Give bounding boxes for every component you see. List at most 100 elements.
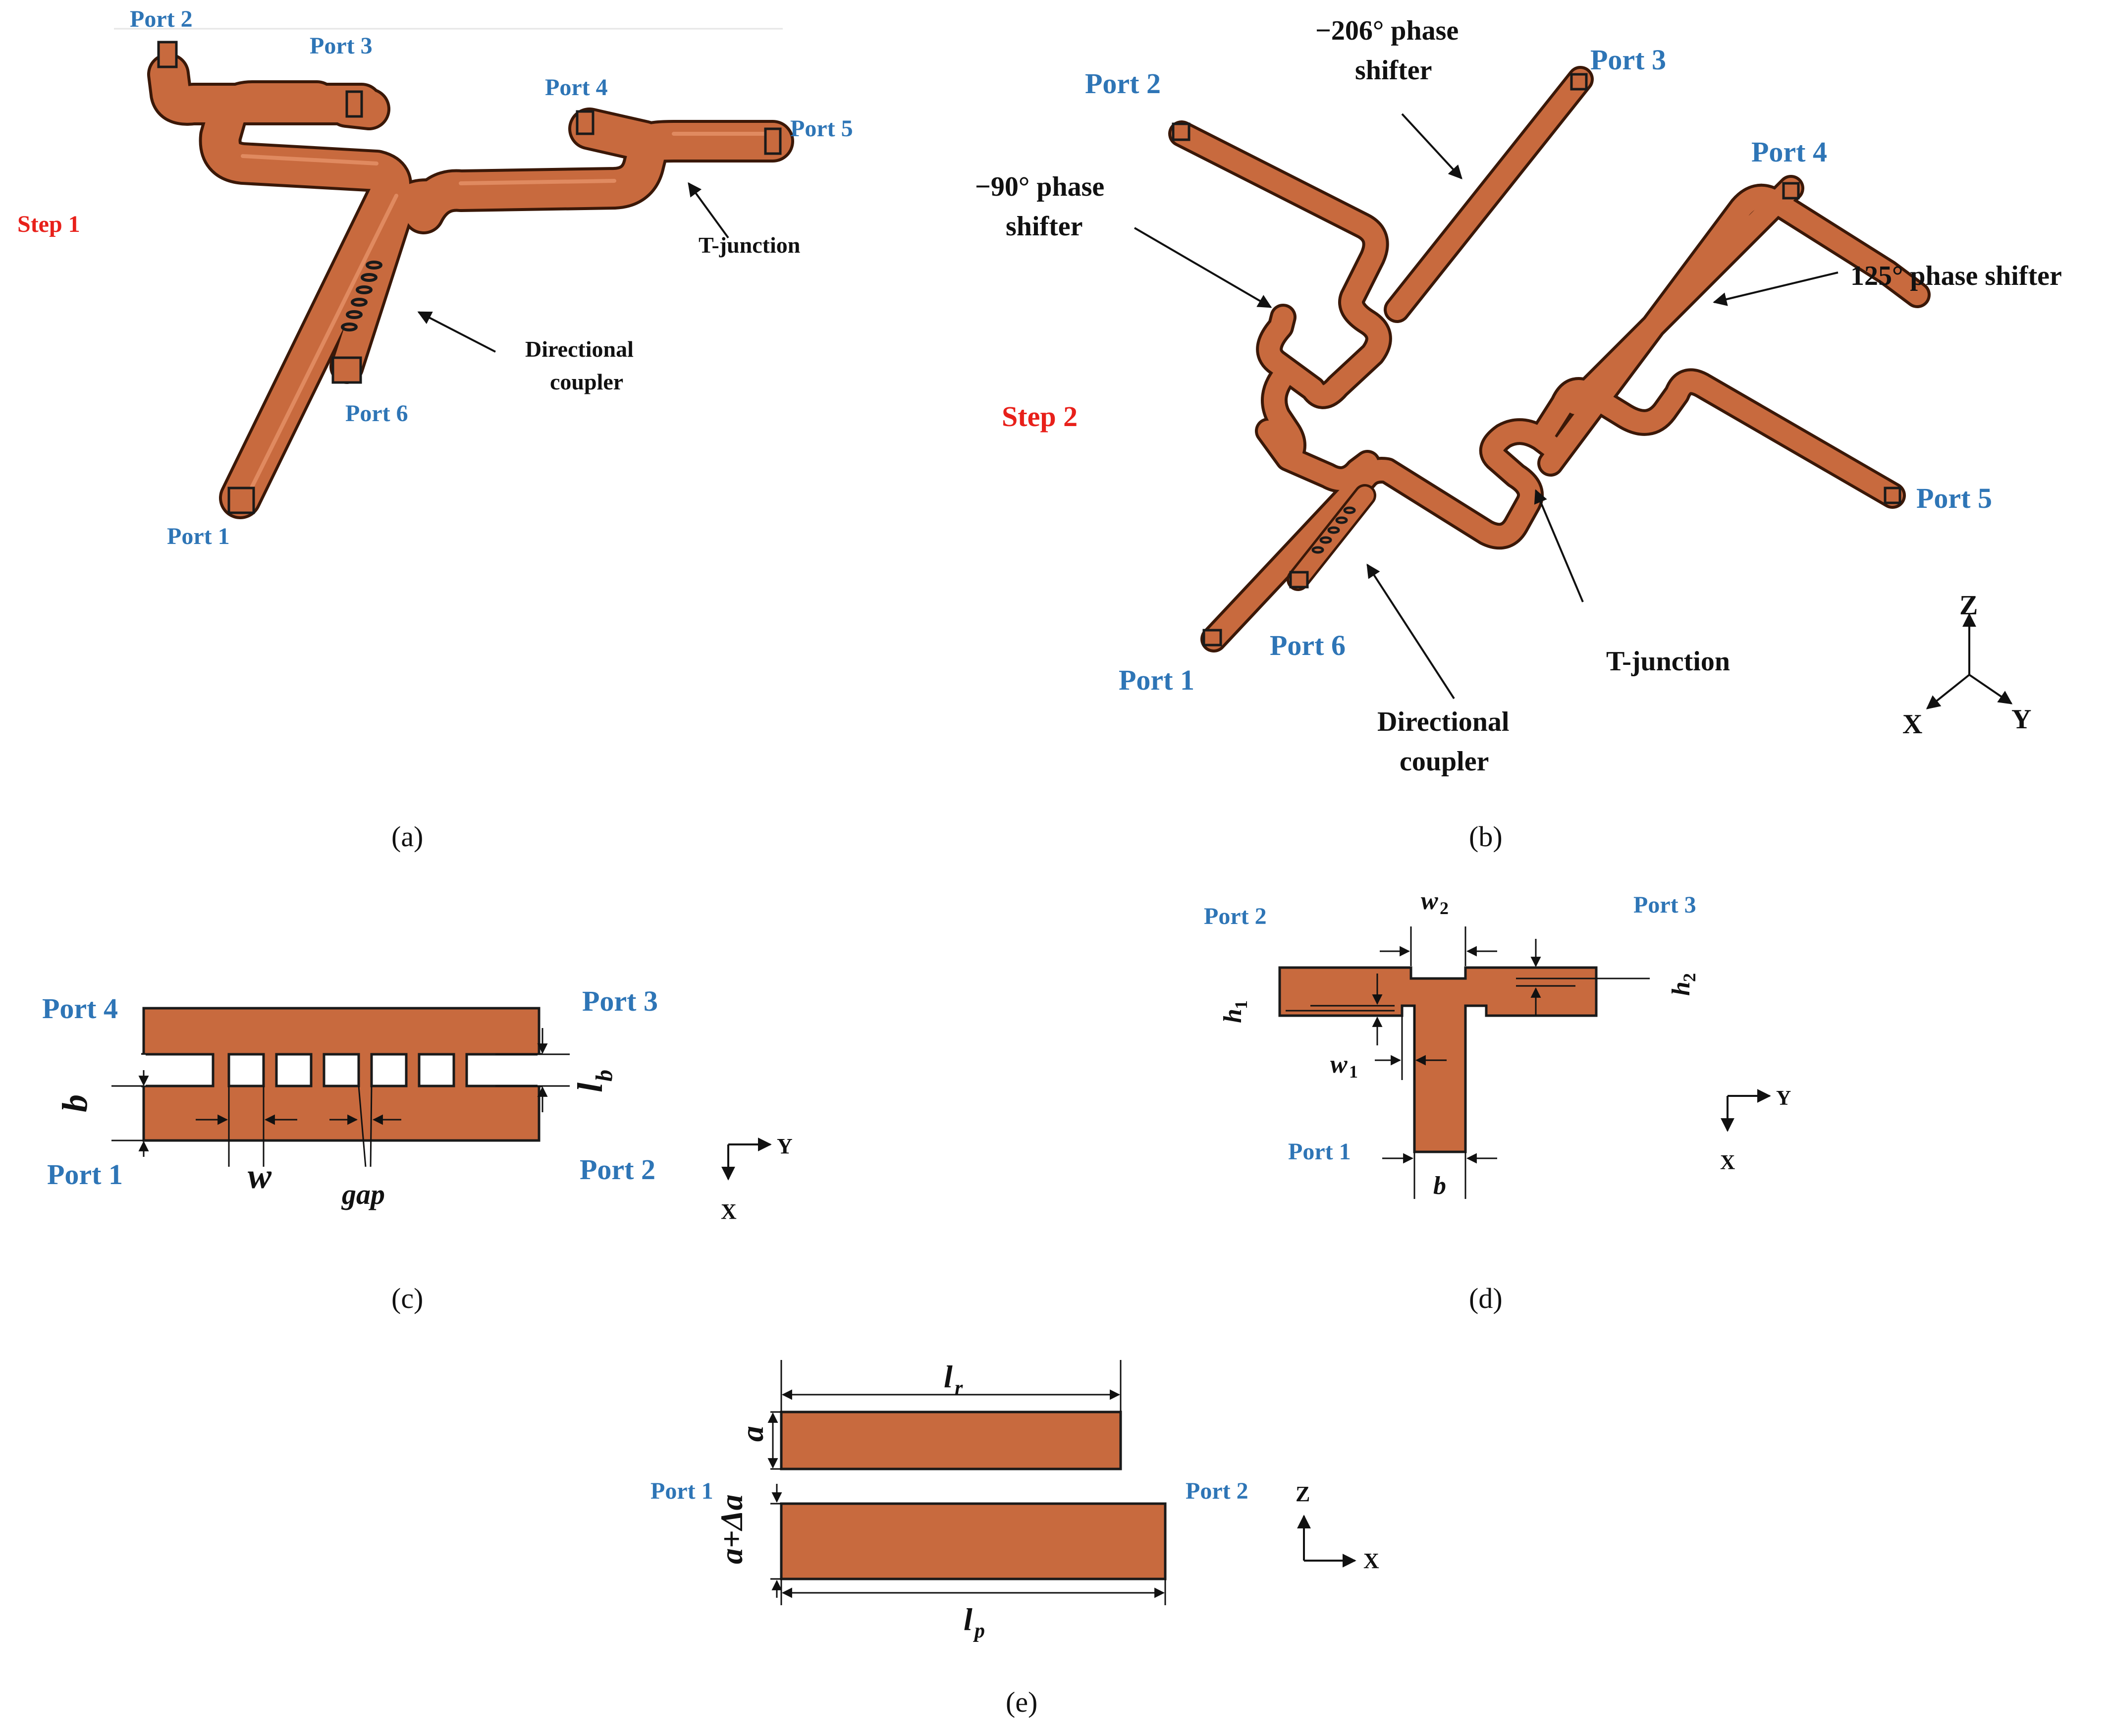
panel-a: Port 2 Port 3 Port 4 Port 5 Port 6 Port … xyxy=(17,6,853,853)
panel-c-dim-lb-main: l xyxy=(570,1083,610,1092)
panel-c-slot xyxy=(227,1053,265,1087)
panel-c-caption: (c) xyxy=(391,1282,423,1314)
panel-a-port5-label: Port 5 xyxy=(790,115,853,142)
panel-a-port2-face xyxy=(157,41,178,68)
panel-d-port3-label: Port 3 xyxy=(1633,892,1696,918)
panel-d-axis-x-label: X xyxy=(1720,1151,1735,1174)
panel-c-axes: Y X xyxy=(721,1134,793,1224)
panel-b-port6-face xyxy=(1289,571,1309,589)
panel-b-port1-label: Port 1 xyxy=(1119,664,1194,696)
panel-d-dim-w2: w xyxy=(1421,887,1438,915)
panel-d-caption: (d) xyxy=(1469,1282,1503,1314)
panel-b-axis-x-label: X xyxy=(1902,709,1922,740)
panel-d-dim-h2-main: h xyxy=(1667,981,1695,996)
panel-b-axis-x xyxy=(1926,674,1970,709)
panel-a-port5-face xyxy=(764,127,782,155)
panel-e-phase-guide xyxy=(780,1502,1167,1580)
panel-e-axes: Z X xyxy=(1296,1482,1379,1573)
panel-e-axis-x-label: X xyxy=(1363,1549,1379,1573)
panel-c-slot-left xyxy=(141,1053,215,1087)
panel-c-slot xyxy=(418,1053,455,1087)
panel-b-coupler-label-1: Directional xyxy=(1377,706,1509,737)
panel-b: Port 2 Port 3 Port 4 Port 5 Port 6 Port … xyxy=(975,15,2062,853)
panel-d-dim-w1: w xyxy=(1330,1050,1348,1079)
panel-b-coupler-slots xyxy=(1311,506,1356,554)
panel-b-axis-z-label: Z xyxy=(1959,590,1978,621)
panel-b-axis-y-label: Y xyxy=(2011,704,2031,735)
panel-a-port1-label: Port 1 xyxy=(167,523,230,549)
panel-e-dim-lr-sub: r xyxy=(955,1377,963,1400)
panel-b-port5-face xyxy=(1884,487,1901,504)
panel-c-right-gap-mask xyxy=(538,1055,544,1085)
panel-a-port4-label: Port 4 xyxy=(545,74,608,101)
panel-c-port1-label: Port 1 xyxy=(47,1158,123,1191)
panel-c-dim-gap: gap xyxy=(341,1178,385,1210)
panel-c-axis-x-label: X xyxy=(721,1199,737,1224)
panel-a-port1-face xyxy=(227,487,255,514)
panel-c-dim-w: w xyxy=(248,1156,272,1196)
panel-c-slot-row xyxy=(141,1053,542,1087)
panel-d-axis-y-label: Y xyxy=(1776,1087,1791,1110)
panel-d-dim-h2-sub: 2 xyxy=(1679,973,1699,982)
panel-b-axis-y xyxy=(1968,674,2013,705)
panel-d-port2-label: Port 2 xyxy=(1204,903,1267,929)
panel-c-slot xyxy=(275,1053,313,1087)
panel-b-shifter90-label-1: −90° phase xyxy=(975,171,1104,202)
panel-c-left-gap-mask xyxy=(140,1055,146,1085)
panel-c-port4-label: Port 4 xyxy=(42,992,118,1025)
panel-c: Port 4 Port 3 Port 1 Port 2 b l b w gap xyxy=(42,985,793,1314)
panel-b-shifter206-label-2: shifter xyxy=(1355,55,1432,86)
panel-a-caption: (a) xyxy=(391,820,423,853)
panel-c-dim-b: b xyxy=(55,1094,95,1112)
panel-c-slot xyxy=(370,1053,408,1087)
panel-b-port5-label: Port 5 xyxy=(1916,482,1992,514)
panel-d: Port 2 Port 3 Port 1 w 2 h 2 h 1 xyxy=(1204,887,1791,1314)
panel-b-coupler-label-2: coupler xyxy=(1400,746,1489,777)
panel-a-port6-label: Port 6 xyxy=(345,400,408,427)
panel-a-coupler-arrow xyxy=(417,311,496,353)
panel-c-axis-y-label: Y xyxy=(777,1134,793,1158)
panel-b-port3-label: Port 3 xyxy=(1590,44,1666,76)
panel-d-axes: Y X xyxy=(1720,1087,1791,1174)
panel-b-port4-face xyxy=(1782,182,1800,200)
panel-b-shifter206-label-1: −206° phase xyxy=(1315,15,1459,46)
panel-a-tjunction-arrow xyxy=(688,182,729,239)
panel-b-caption: (b) xyxy=(1469,820,1503,853)
panel-b-axis-triad: Z X Y xyxy=(1902,590,2031,740)
panel-c-slot xyxy=(323,1053,360,1087)
panel-b-port2-label: Port 2 xyxy=(1085,67,1161,100)
panel-b-guide xyxy=(1171,69,1928,650)
panel-a-guide-highlight xyxy=(241,132,775,492)
panel-a-step-label: Step 1 xyxy=(17,211,80,237)
panel-a-coupler-slots xyxy=(341,261,382,331)
panel-b-shifter125-arrow xyxy=(1713,271,1839,306)
panel-b-port3-face xyxy=(1570,73,1588,91)
panel-d-dim-h2: h 2 xyxy=(1667,973,1699,996)
panel-b-shifter125-label: 125° phase shifter xyxy=(1850,261,2062,291)
panel-c-slot-right xyxy=(465,1053,542,1087)
panel-c-port3-label: Port 3 xyxy=(582,985,658,1017)
panel-e-dim-adelta: a+Δa xyxy=(714,1494,749,1564)
panel-b-tjunction-arrow xyxy=(1534,489,1584,602)
panel-a-port3-face xyxy=(345,90,363,118)
panel-d-dim-w1-sub: 1 xyxy=(1349,1062,1358,1082)
panel-a-port2-label: Port 2 xyxy=(130,6,193,32)
panel-a-coupler xyxy=(332,181,440,381)
panel-e-caption: (e) xyxy=(1006,1686,1037,1718)
panel-b-port2-face xyxy=(1172,122,1190,141)
panel-a-port6-face xyxy=(331,356,362,384)
panel-e-dim-lp: l xyxy=(964,1602,973,1637)
panel-d-dim-w2-sub: 2 xyxy=(1440,898,1449,918)
panel-c-gap-ext-left xyxy=(358,1085,367,1167)
panel-a-coupler-label-1: Directional xyxy=(525,336,634,362)
panel-b-shifter206-arrow xyxy=(1401,113,1462,180)
panel-e-dim-a: a xyxy=(735,1426,770,1442)
panel-e-dim-lr: l xyxy=(944,1359,953,1394)
panel-b-waveguide-3d xyxy=(1168,66,1931,652)
panel-b-port6-label: Port 6 xyxy=(1270,629,1346,661)
panel-a-port4-face xyxy=(576,110,595,135)
panel-a-tjunction-label: T-junction xyxy=(699,232,800,258)
panel-e-reference-guide xyxy=(780,1410,1122,1470)
panel-d-dim-h1: h 1 xyxy=(1219,1000,1251,1023)
